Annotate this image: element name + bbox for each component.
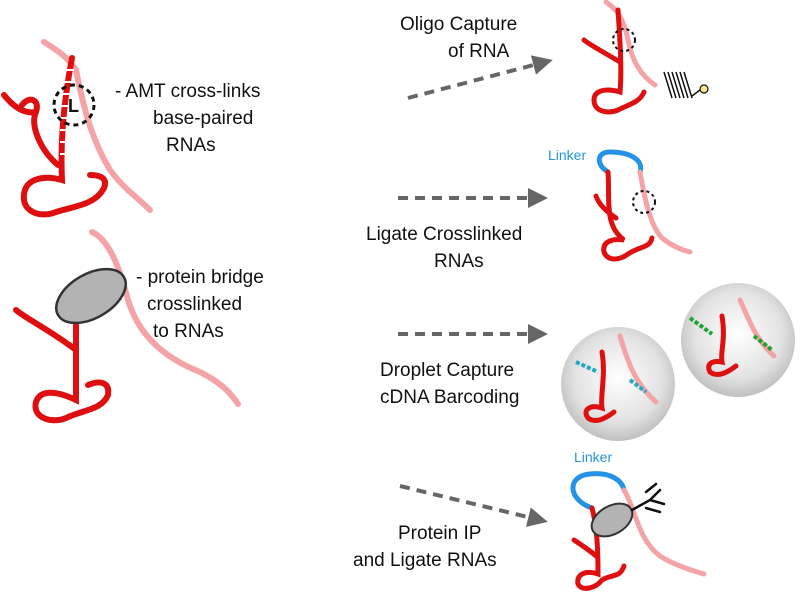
method-label: Protein IP and Ligate RNAs bbox=[353, 523, 497, 571]
biotin-bead bbox=[699, 84, 709, 94]
method-protein-ip: Linker Protein IP and Ligate RNAs bbox=[353, 449, 707, 591]
crosslink-highlight-circle bbox=[52, 83, 96, 127]
rna-strand-light bbox=[89, 229, 241, 407]
linker-loop bbox=[596, 149, 644, 175]
protein-bridge-diagram bbox=[13, 229, 241, 424]
amt-label: - AMT cross-links base-paired RNAs bbox=[115, 81, 266, 156]
dashed-arrow bbox=[407, 55, 553, 100]
base-pair-ticks bbox=[60, 69, 74, 155]
dashed-arrow bbox=[399, 484, 548, 527]
method-ligate: Linker Ligate Crosslinked RNAs bbox=[366, 147, 693, 272]
rna-strand-dark bbox=[706, 313, 739, 377]
rna-strand-light bbox=[637, 169, 693, 255]
protein-ellipse bbox=[590, 502, 634, 538]
rna-strand-dark bbox=[571, 505, 627, 591]
rna-strand-dark bbox=[583, 349, 617, 423]
method-label: Droplet Capture cDNA Barcoding bbox=[380, 360, 519, 408]
method-label: Ligate Crosslinked RNAs bbox=[366, 224, 528, 272]
rna-strand-dark bbox=[581, 7, 647, 115]
linker-tag: Linker bbox=[574, 449, 612, 465]
method-label: Oligo Capture of RNA bbox=[400, 14, 523, 62]
method-oligo: Oligo Capture of RNA bbox=[400, 0, 709, 115]
rna-strand-dark bbox=[1, 55, 108, 218]
rna-strand-light bbox=[617, 333, 659, 405]
droplet-sphere bbox=[561, 327, 675, 441]
linker-loop bbox=[570, 471, 627, 511]
amt-crosslink-diagram: L bbox=[1, 39, 153, 218]
oligo-linker bbox=[691, 89, 701, 97]
barcode-cyan bbox=[575, 360, 648, 394]
rna-strand-light bbox=[621, 487, 707, 577]
rna-strand-dark bbox=[13, 307, 112, 424]
linker-tag: Linker bbox=[548, 147, 586, 163]
crosslink-highlight-circle bbox=[612, 28, 636, 52]
barcode-green bbox=[688, 316, 774, 352]
antibody-icon bbox=[630, 482, 666, 514]
crosslink-highlight-circle bbox=[632, 190, 656, 214]
protein-label: - protein bridge crosslinked to RNAs bbox=[136, 267, 269, 342]
rna-strand-light bbox=[41, 39, 153, 213]
rna-strand-light bbox=[737, 297, 777, 359]
method-droplet: Droplet Capture cDNA Barcoding bbox=[380, 283, 795, 441]
rna-strand-light bbox=[603, 0, 658, 88]
protein-ellipse bbox=[55, 267, 127, 325]
oligo-probe bbox=[663, 71, 693, 99]
crosslink-glyph: L bbox=[68, 96, 79, 116]
rna-strand-dark bbox=[593, 169, 655, 262]
